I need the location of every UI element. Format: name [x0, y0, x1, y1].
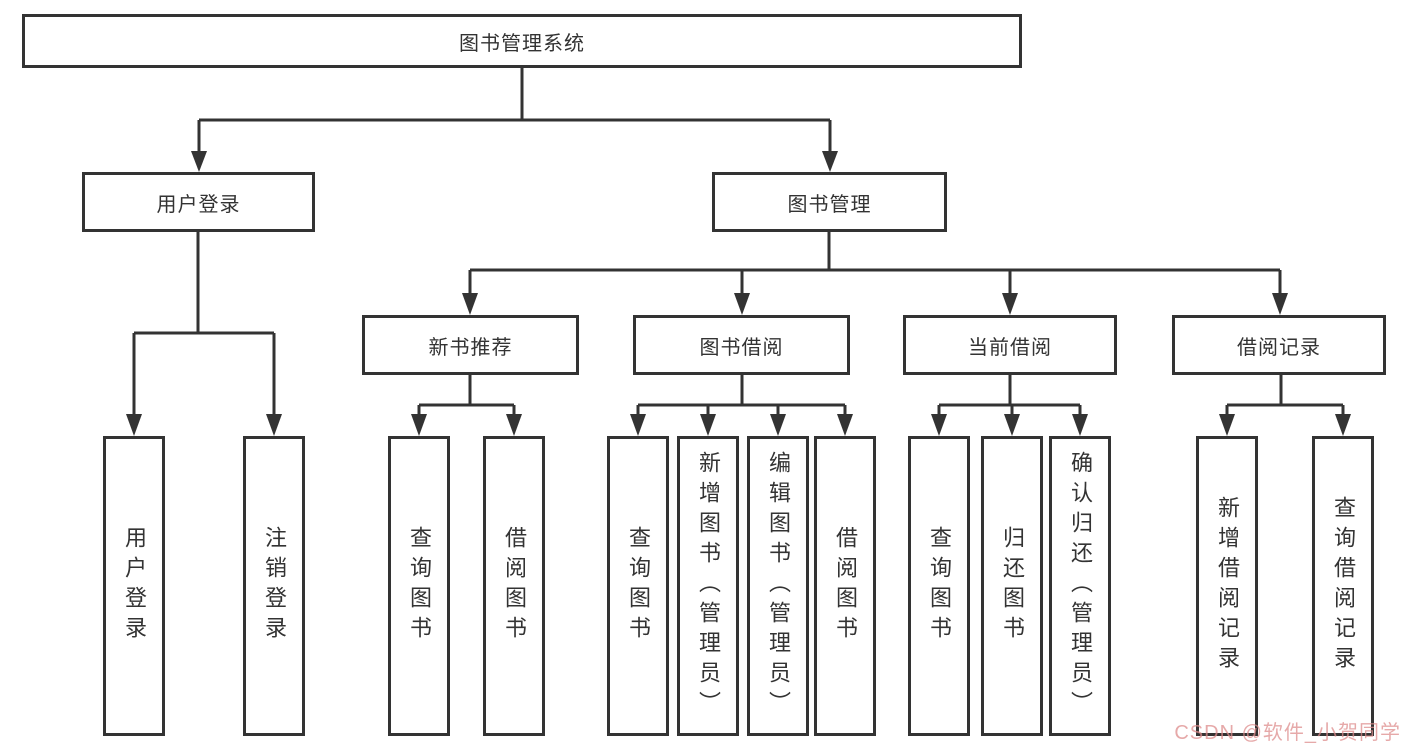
node-leaf-edit-book-admin: 编辑图书（管理员）	[747, 436, 809, 736]
arrow-down-icon	[700, 414, 716, 436]
node-label: 查询借阅记录	[1331, 496, 1356, 676]
node-leaf-query-borrow-record: 查询借阅记录	[1312, 436, 1374, 736]
node-label: 查询图书	[626, 526, 651, 646]
node-leaf-query-book-3: 查询图书	[908, 436, 970, 736]
node-leaf-user-login: 用户登录	[103, 436, 165, 736]
arrow-down-icon	[462, 293, 478, 315]
node-label: 新增图书（管理员）	[696, 451, 721, 721]
connector-line	[197, 68, 832, 153]
node-label: 归还图书	[1000, 526, 1025, 646]
connector-line	[417, 374, 516, 416]
arrow-down-icon	[1002, 293, 1018, 315]
arrow-down-icon	[411, 414, 427, 436]
node-root-library-system: 图书管理系统	[22, 14, 1022, 68]
connector-bookmgmt-to-level3	[462, 232, 1288, 315]
csdn-watermark: CSDN @软件_小贺同学	[1174, 722, 1401, 744]
node-label: 注销登录	[262, 526, 287, 646]
node-label: 查询图书	[407, 526, 432, 646]
node-label: 图书管理	[787, 193, 872, 216]
arrow-down-icon	[770, 414, 786, 436]
node-label: 当前借阅	[968, 336, 1052, 359]
node-leaf-query-book-2: 查询图书	[607, 436, 669, 736]
arrow-down-icon	[126, 414, 142, 436]
node-leaf-confirm-return-admin: 确认归还（管理员）	[1049, 436, 1111, 736]
node-leaf-add-borrow-record: 新增借阅记录	[1196, 436, 1258, 736]
arrow-down-icon	[1272, 293, 1288, 315]
node-book-management: 图书管理	[712, 172, 947, 232]
connector-newbookrec-to-leaves	[411, 374, 522, 436]
node-label: 查询图书	[927, 526, 952, 646]
arrow-down-icon	[1335, 414, 1351, 436]
connector-line	[1225, 374, 1345, 416]
connector-userlogin-to-leaves	[126, 232, 282, 436]
arrow-down-icon	[630, 414, 646, 436]
arrow-down-icon	[191, 151, 207, 172]
node-leaf-return-book: 归还图书	[981, 436, 1043, 736]
node-label: 确认归还（管理员）	[1068, 451, 1093, 721]
node-leaf-borrow-book-2: 借阅图书	[814, 436, 876, 736]
arrow-down-icon	[931, 414, 947, 436]
node-book-borrow: 图书借阅	[633, 315, 850, 375]
arrow-down-icon	[837, 414, 853, 436]
node-label: 用户登录	[156, 193, 241, 216]
node-leaf-add-book-admin: 新增图书（管理员）	[677, 436, 739, 736]
connector-borrowrecords-to-leaves	[1219, 374, 1351, 436]
connector-currentborrow-to-leaves	[931, 374, 1088, 436]
arrow-down-icon	[1219, 414, 1235, 436]
arrow-down-icon	[1072, 414, 1088, 436]
connector-line	[636, 374, 847, 416]
node-label: 借阅图书	[833, 526, 858, 646]
node-leaf-borrow-book-1: 借阅图书	[483, 436, 545, 736]
node-user-login: 用户登录	[82, 172, 315, 232]
arrow-down-icon	[1004, 414, 1020, 436]
arrow-down-icon	[506, 414, 522, 436]
node-label: 图书借阅	[699, 336, 784, 359]
node-leaf-query-book-1: 查询图书	[388, 436, 450, 736]
node-label: 借阅图书	[502, 526, 527, 646]
connector-line	[132, 232, 276, 415]
node-label: 用户登录	[122, 526, 147, 646]
node-current-borrow: 当前借阅	[903, 315, 1117, 375]
arrow-down-icon	[734, 293, 750, 315]
node-label: 新增借阅记录	[1215, 496, 1240, 676]
node-label: 新书推荐	[428, 336, 513, 359]
node-label: 编辑图书（管理员）	[766, 451, 791, 721]
connector-root-to-level2	[191, 68, 838, 172]
node-leaf-logout: 注销登录	[243, 436, 305, 736]
node-borrow-records: 借阅记录	[1172, 315, 1386, 375]
arrow-down-icon	[266, 414, 282, 436]
node-label: 借阅记录	[1237, 336, 1321, 359]
node-label: 图书管理系统	[459, 32, 585, 55]
arrow-down-icon	[822, 151, 838, 172]
connector-line	[937, 374, 1082, 416]
connector-bookborrow-to-leaves	[630, 374, 853, 436]
connector-line	[468, 232, 1282, 294]
node-new-book-recommend: 新书推荐	[362, 315, 579, 375]
